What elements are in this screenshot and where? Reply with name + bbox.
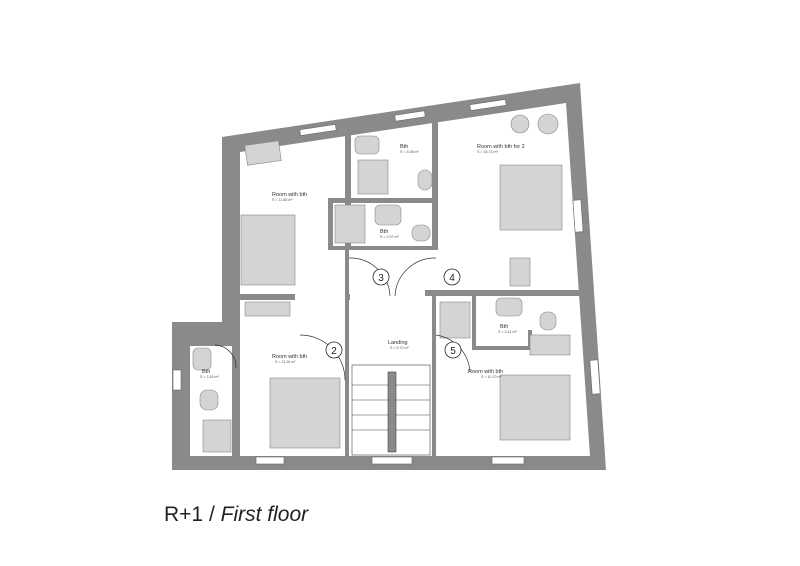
floor-level: R+1 <box>164 503 204 526</box>
room-label: Room with bth for 2 <box>477 144 525 150</box>
toilet <box>539 311 557 331</box>
room-label: Room with bth <box>468 369 503 375</box>
interior-walls <box>190 116 590 456</box>
title-separator: / <box>203 503 221 526</box>
floor-name: First floor <box>220 503 309 526</box>
room-area: S = 3.16 m² <box>200 375 219 379</box>
room-area: S = 3.41 m² <box>498 330 517 334</box>
room-labels: Room with bth S = 11.65 m² Bth S = 3.08 … <box>200 144 525 379</box>
desk <box>244 140 282 166</box>
shower <box>357 159 389 195</box>
room-label: Room with bth <box>272 354 307 360</box>
shower <box>202 419 232 453</box>
room-label: Bth <box>400 144 408 150</box>
desk <box>529 334 571 356</box>
room-label: Landing <box>388 340 408 346</box>
room-area: S = 11.65 m² <box>272 198 293 202</box>
toilet <box>411 224 431 242</box>
sink <box>374 204 402 226</box>
room-number: 4 <box>449 273 455 284</box>
floor-title: R+1 / First floor <box>164 503 308 527</box>
room-area: S = 16.73 m² <box>477 150 498 154</box>
sink <box>192 347 212 371</box>
room-number: 5 <box>450 346 456 357</box>
shower <box>334 204 366 244</box>
windows <box>172 99 601 465</box>
furniture <box>192 113 571 453</box>
room-area: S = 11.16 m² <box>275 360 296 364</box>
room-area: S = 3.08 m² <box>400 150 419 154</box>
bed <box>499 374 571 441</box>
bed <box>499 164 563 231</box>
room-label: Bth <box>380 229 388 235</box>
bed <box>269 377 341 449</box>
room-label: Room with bth <box>272 192 307 198</box>
toilet <box>417 169 433 191</box>
room-number: 3 <box>378 273 384 284</box>
bed <box>240 214 296 286</box>
armchair <box>537 113 559 135</box>
room-label: Bth <box>500 324 508 330</box>
desk <box>244 301 291 317</box>
toilet <box>199 389 219 411</box>
room-number: 2 <box>331 346 337 357</box>
sink <box>354 135 380 155</box>
shower <box>439 301 471 339</box>
room-area: S = 2.97 m² <box>380 235 399 239</box>
room-area: S = 5.70 m² <box>390 346 409 350</box>
table <box>509 257 531 287</box>
staircase <box>351 364 431 456</box>
room-area: S = 10.70 m² <box>481 375 502 379</box>
sink <box>495 297 523 317</box>
room-numbers: 3 4 2 5 <box>325 268 462 359</box>
room-label: Bth <box>202 369 210 375</box>
armchair <box>510 114 530 134</box>
